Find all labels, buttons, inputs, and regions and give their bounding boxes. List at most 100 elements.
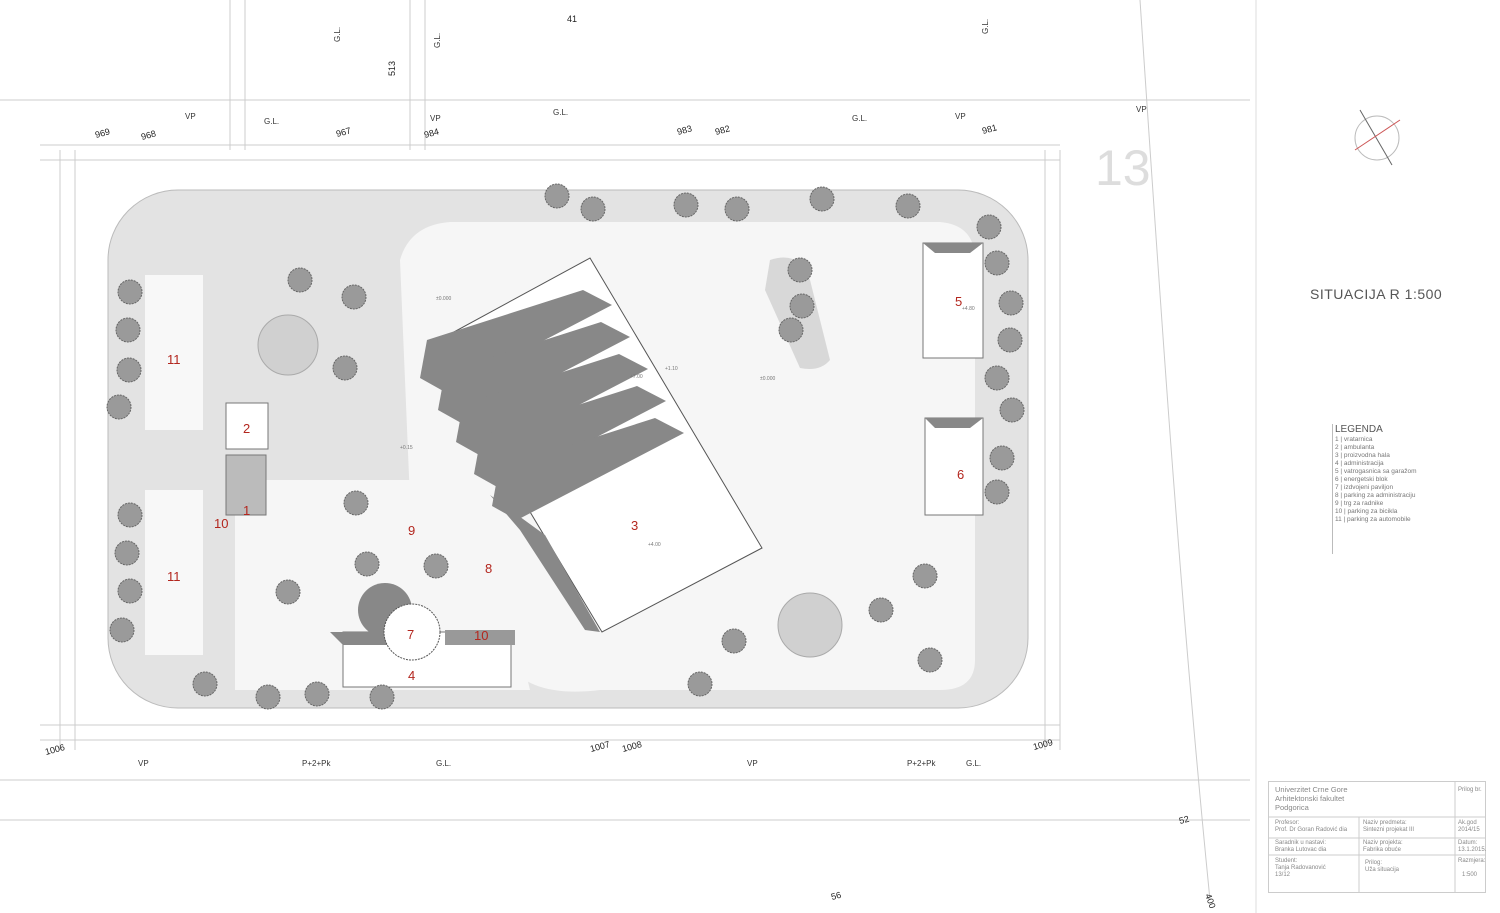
title-block-grid	[1269, 782, 1485, 892]
roof-shed	[492, 418, 684, 520]
bike-parking	[445, 630, 515, 645]
profesor-label: Profesor:	[1275, 820, 1300, 826]
elevation-mark: +1.10	[665, 366, 678, 372]
tree-icon	[255, 684, 281, 710]
large-tree-icon	[257, 314, 319, 376]
tree-icon	[868, 597, 894, 623]
street-label: G.L.	[436, 759, 451, 768]
legend-item: 4 | administracija	[1335, 460, 1384, 467]
legend-item: 1 | vratarnica	[1335, 436, 1373, 443]
building-6-energy-block	[924, 417, 984, 516]
parcel-number: 1008	[621, 739, 643, 754]
tree-icon	[192, 671, 218, 697]
plan-label-7: 7	[407, 627, 414, 642]
tree-icon	[341, 284, 367, 310]
legend-item: 11 | parking za automobile	[1335, 516, 1411, 523]
street-label: VP	[747, 759, 758, 768]
tree-icon	[116, 357, 142, 383]
street-label: P+2+Pk	[907, 759, 936, 768]
datum-label: Datum:	[1458, 840, 1478, 846]
plan-label-11a: 11	[167, 352, 181, 367]
building-1-gatehouse	[225, 454, 267, 516]
street-label: P+2+Pk	[302, 759, 331, 768]
tree-icon	[287, 267, 313, 293]
plan-label-11b: 11	[167, 569, 181, 584]
tree-icon	[687, 671, 713, 697]
legend: LEGENDA 1 | vratarnica 2 | ambulanta 3 |…	[1332, 424, 1417, 554]
parcel-number: 513	[387, 61, 397, 76]
parcel-number: 982	[714, 123, 731, 137]
tree-icon	[912, 563, 938, 589]
tree-icon	[976, 214, 1002, 240]
predmet-label: Naziv predmeta:	[1363, 820, 1407, 826]
plan-label-6: 6	[957, 467, 964, 482]
plan-label-1: 1	[243, 503, 250, 518]
razmjera-label: Razmjera:	[1458, 858, 1486, 864]
plan-label-4: 4	[408, 668, 415, 683]
tree-icon	[984, 250, 1010, 276]
roof-shed	[490, 495, 600, 632]
plan-label-10a: 10	[214, 516, 228, 531]
plan-label-10b: 10	[474, 628, 488, 643]
tree-icon	[109, 617, 135, 643]
city-name: Podgorica	[1275, 803, 1309, 812]
plan-label-8: 8	[485, 561, 492, 576]
building-2-ambulance	[225, 402, 269, 450]
parcel-number: 967	[335, 125, 352, 139]
tree-icon	[369, 684, 395, 710]
tree-icon	[999, 397, 1025, 423]
parcel-number: 56	[830, 890, 842, 902]
parcel-number-large: 13	[1095, 140, 1151, 196]
parcel-number: 52	[1178, 814, 1190, 826]
title-block: Univerzitet Crne Gore Arhitektonski faku…	[1268, 781, 1486, 893]
parcel-number: 1006	[44, 742, 66, 757]
elevation-mark: +0.15	[400, 445, 413, 451]
street-label: VP	[138, 759, 149, 768]
street-label: VP	[955, 112, 966, 121]
akgod-label: Ak.god	[1458, 820, 1477, 826]
projekat: Fabrika obuće	[1363, 847, 1402, 853]
large-tree-icon	[777, 592, 843, 658]
elevation-mark: ±0.000	[760, 376, 775, 382]
datum: 13.1.2015.	[1458, 847, 1487, 853]
parcel-number: 1009	[1032, 737, 1054, 752]
street-label: G.L.	[981, 19, 990, 34]
tree-icon	[895, 193, 921, 219]
legend-item: 7 | izdvojeni paviljon	[1335, 484, 1394, 491]
street-label: G.L.	[264, 117, 279, 126]
street-label: G.L.	[433, 33, 442, 48]
elevation-mark: +4.80	[962, 306, 975, 312]
prilog: Uža situacija	[1365, 867, 1400, 873]
parcel-number: 969	[94, 126, 111, 140]
street-label: G.L.	[333, 27, 342, 42]
legend-item: 8 | parking za administraciju	[1335, 492, 1416, 499]
prilog-label: Prilog:	[1365, 860, 1383, 866]
parcel-number: 984	[423, 126, 440, 140]
building-7-pavilion	[383, 603, 441, 661]
tree-icon	[721, 628, 747, 654]
parcel-number: 41	[567, 14, 577, 24]
tree-icon	[673, 192, 699, 218]
university-name: Univerzitet Crne Gore	[1275, 785, 1348, 794]
elevation-mark: +7.00	[630, 374, 643, 380]
tree-icon	[809, 186, 835, 212]
tree-icon	[787, 257, 813, 283]
akgod: 2014/15	[1458, 827, 1480, 833]
street-label: VP	[430, 114, 441, 123]
tree-icon	[423, 553, 449, 579]
predmet: Sintezni projekat III	[1363, 827, 1415, 833]
prilog-br-label: Prilog br.	[1458, 787, 1482, 793]
street-label: G.L.	[852, 114, 867, 123]
tree-icon	[117, 578, 143, 604]
tree-icon	[544, 183, 570, 209]
student-label: Student:	[1275, 858, 1298, 864]
legend-item: 2 | ambulanta	[1335, 444, 1375, 451]
faculty-name: Arhitektonski fakultet	[1275, 794, 1345, 803]
student: Tanja Radovanović	[1275, 865, 1326, 871]
tree-icon	[989, 445, 1015, 471]
tree-icon	[275, 579, 301, 605]
parking-11-south	[145, 490, 203, 655]
plan-label-3: 3	[631, 518, 638, 533]
tree-icon	[998, 290, 1024, 316]
student-index: 13/12	[1275, 872, 1291, 878]
